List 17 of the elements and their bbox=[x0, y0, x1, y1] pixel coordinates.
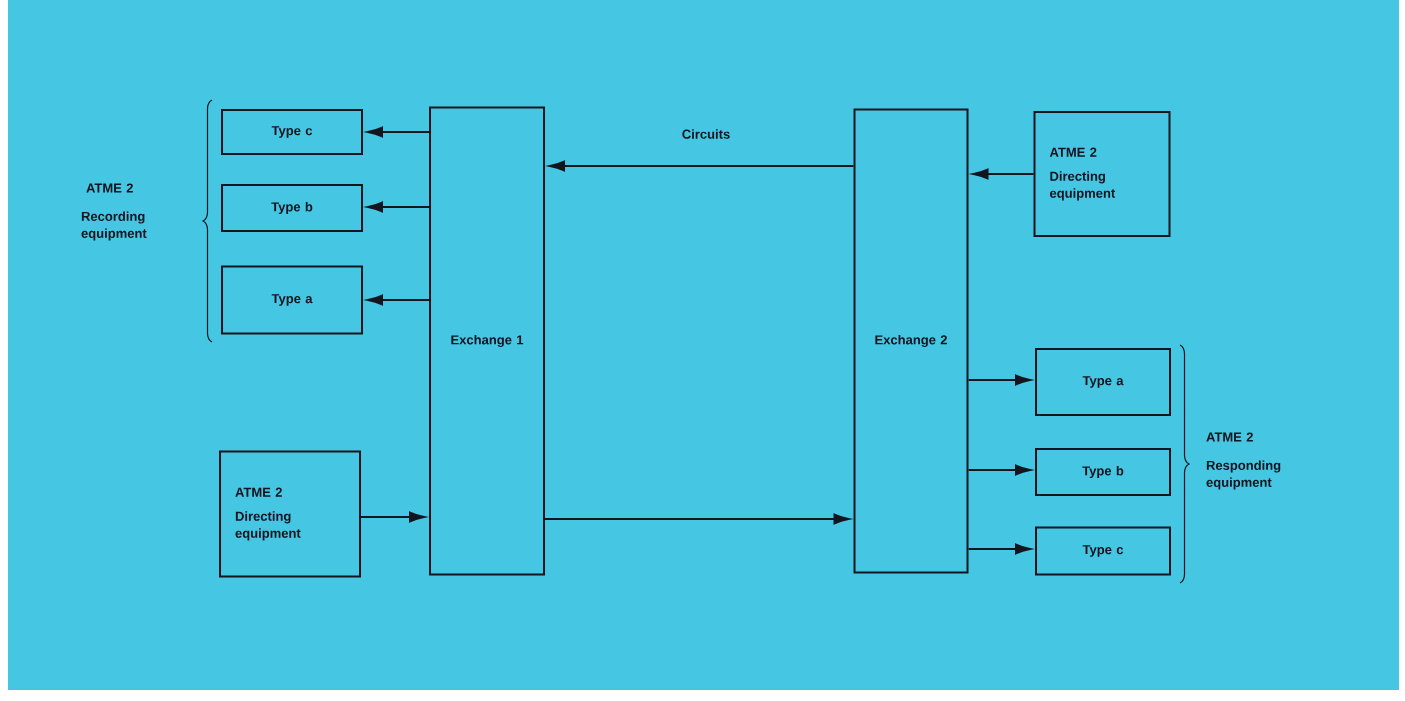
type-box: Type b bbox=[221, 184, 363, 232]
type-box: Type a bbox=[221, 265, 363, 335]
equipment-box: ATME 2 Directing equipment bbox=[1033, 111, 1171, 237]
type-box: Type b bbox=[1035, 448, 1171, 496]
edge-label: Circuits bbox=[679, 127, 733, 141]
type-box: Type c bbox=[1035, 526, 1171, 576]
group-label: ATME 2 bbox=[86, 183, 133, 193]
arrow bbox=[972, 168, 1035, 180]
arrow bbox=[544, 513, 850, 525]
type-box: Type c bbox=[221, 109, 363, 155]
type-box: Type a bbox=[1035, 348, 1171, 416]
exchange-box: Exchange 2 bbox=[853, 108, 969, 574]
group-label: Recording equipment bbox=[81, 211, 147, 241]
equipment-box: ATME 2 Directing equipment bbox=[219, 450, 361, 578]
group-label: Responding equipment bbox=[1206, 460, 1281, 490]
group-label: ATME 2 bbox=[1206, 432, 1253, 442]
exchange-box: Exchange 1 bbox=[429, 106, 545, 576]
